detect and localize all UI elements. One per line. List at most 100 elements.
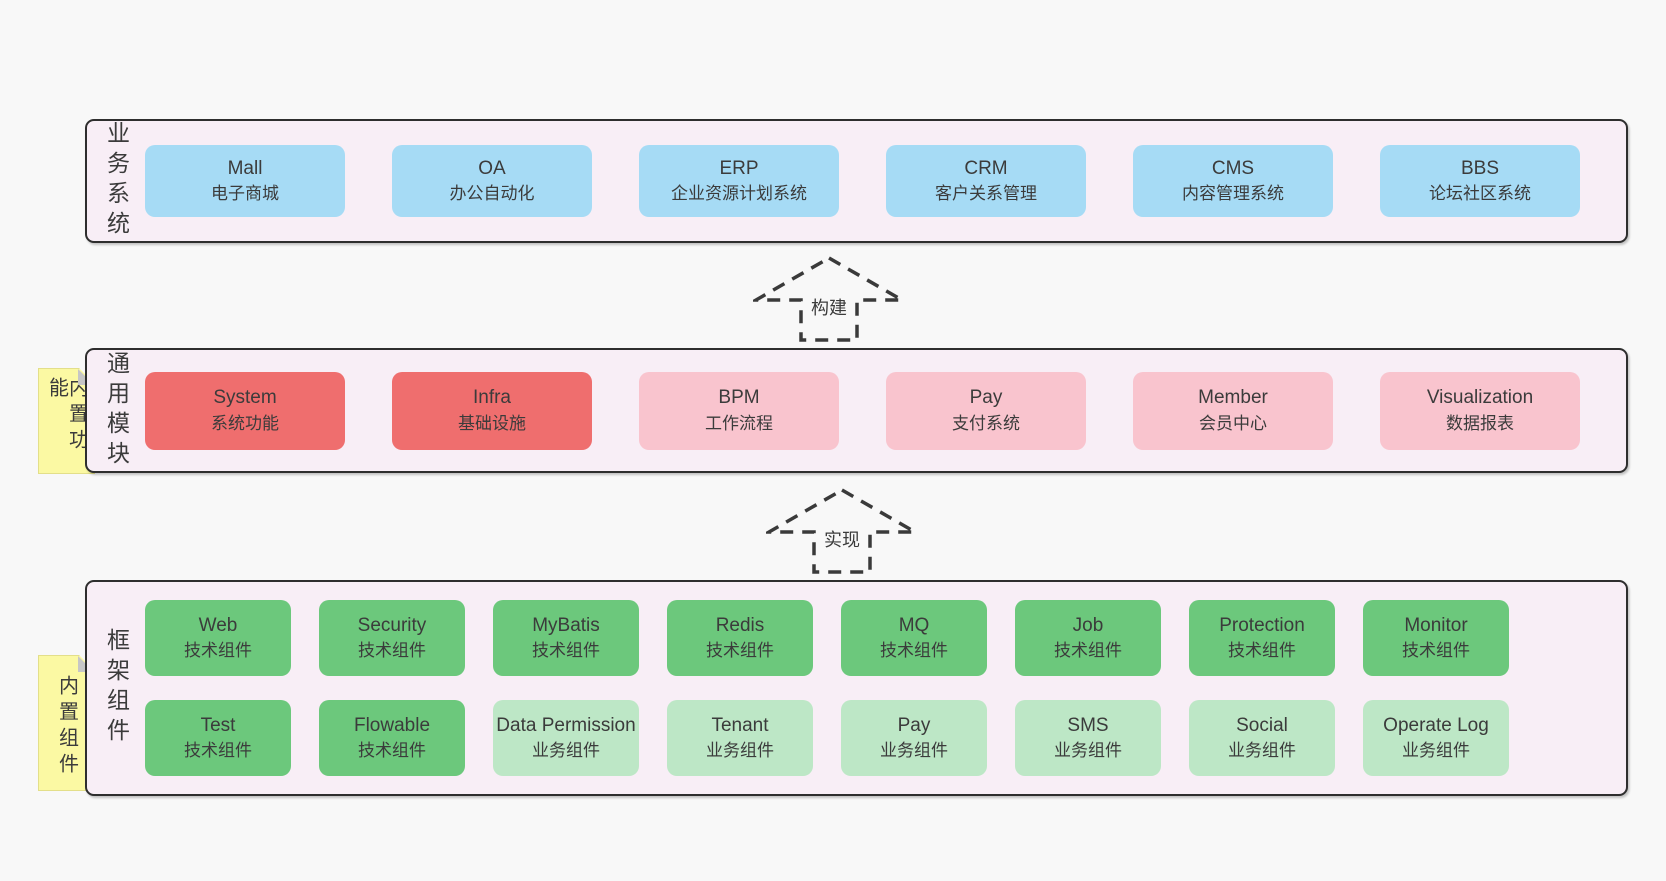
box-oa: OA 办公自动化 xyxy=(392,145,592,217)
box-name: Operate Log xyxy=(1383,714,1489,736)
modules-row: System 系统功能 Infra 基础设施 BPM 工作流程 Pay 支付系统… xyxy=(145,371,1590,450)
box-desc: 技术组件 xyxy=(706,641,774,661)
framework-boxes: Web 技术组件 Security 技术组件 MyBatis 技术组件 Redi… xyxy=(145,582,1626,794)
box-desc: 技术组件 xyxy=(1228,641,1296,661)
box-desc: 业务组件 xyxy=(706,741,774,761)
section-business-label: 业务系统 xyxy=(87,121,145,241)
box-desc: 技术组件 xyxy=(358,741,426,761)
box-member: Member 会员中心 xyxy=(1133,371,1333,450)
up-arrow-icon xyxy=(766,487,918,574)
box-name: Data Permission xyxy=(496,714,636,736)
box-name: Visualization xyxy=(1426,387,1534,409)
box-name: BPM xyxy=(718,387,760,409)
box-name: Redis xyxy=(715,614,765,636)
arrow-implement-label: 实现 xyxy=(821,524,863,554)
box-flowable: Flowable 技术组件 xyxy=(319,700,465,776)
box-erp: ERP 企业资源计划系统 xyxy=(639,145,839,217)
box-desc: 客户关系管理 xyxy=(935,184,1037,204)
box-desc: 企业资源计划系统 xyxy=(671,184,807,204)
box-name: Job xyxy=(1072,614,1104,636)
box-mybatis: MyBatis 技术组件 xyxy=(493,600,639,676)
box-bbs: BBS 论坛社区系统 xyxy=(1380,145,1580,217)
box-mq: MQ 技术组件 xyxy=(841,600,987,676)
business-boxes: Mall 电子商城 OA 办公自动化 ERP 企业资源计划系统 CRM 客户关系… xyxy=(145,121,1626,241)
box-name: Pay xyxy=(897,714,931,736)
box-desc: 技术组件 xyxy=(532,641,600,661)
box-desc: 业务组件 xyxy=(1402,741,1470,761)
box-test: Test 技术组件 xyxy=(145,700,291,776)
dashed-up-arrow-implement: 实现 xyxy=(766,486,918,576)
box-operate-log: Operate Log 业务组件 xyxy=(1363,700,1509,776)
section-label-text: 框架组件 xyxy=(103,628,130,748)
section-common-modules: 通用模块 System 系统功能 Infra 基础设施 BPM 工作流程 Pay xyxy=(85,348,1628,473)
box-desc: 工作流程 xyxy=(705,413,773,433)
box-desc: 论坛社区系统 xyxy=(1429,184,1531,204)
section-modules-label: 通用模块 xyxy=(87,350,145,471)
box-desc: 电子商城 xyxy=(211,184,279,204)
box-name: Monitor xyxy=(1404,614,1468,636)
box-crm: CRM 客户关系管理 xyxy=(886,145,1086,217)
box-name: Pay xyxy=(969,387,1003,409)
box-name: Member xyxy=(1198,387,1268,409)
box-desc: 支付系统 xyxy=(952,413,1020,433)
box-system: System 系统功能 xyxy=(145,371,345,450)
box-name: Test xyxy=(200,714,236,736)
section-label-text: 通用模块 xyxy=(103,350,130,471)
box-desc: 业务组件 xyxy=(1054,741,1122,761)
box-desc: 技术组件 xyxy=(880,641,948,661)
box-name: System xyxy=(213,387,277,409)
note-text: 内置功能 xyxy=(45,377,88,455)
box-name: BBS xyxy=(1460,157,1500,179)
box-pay-component: Pay 业务组件 xyxy=(841,700,987,776)
framework-row-1: Web 技术组件 Security 技术组件 MyBatis 技术组件 Redi… xyxy=(145,600,1590,676)
box-data-permission: Data Permission 业务组件 xyxy=(493,700,639,776)
box-desc: 业务组件 xyxy=(880,741,948,761)
up-arrow-icon xyxy=(753,255,905,342)
box-job: Job 技术组件 xyxy=(1015,600,1161,676)
box-desc: 技术组件 xyxy=(184,641,252,661)
framework-row-2: Test 技术组件 Flowable 技术组件 Data Permission … xyxy=(145,700,1590,776)
box-name: Security xyxy=(357,614,427,636)
box-desc: 技术组件 xyxy=(184,741,252,761)
box-desc: 技术组件 xyxy=(1402,641,1470,661)
box-name: MQ xyxy=(898,614,930,636)
box-name: CRM xyxy=(964,157,1008,179)
box-bpm: BPM 工作流程 xyxy=(639,371,839,450)
box-name: Web xyxy=(198,614,238,636)
section-framework-components: 框架组件 Web 技术组件 Security 技术组件 MyBatis 技术组件… xyxy=(85,580,1628,796)
box-name: Tenant xyxy=(711,714,769,736)
box-protection: Protection 技术组件 xyxy=(1189,600,1335,676)
box-mall: Mall 电子商城 xyxy=(145,145,345,217)
box-desc: 会员中心 xyxy=(1199,413,1267,433)
box-name: MyBatis xyxy=(532,614,600,636)
arrow-build-label: 构建 xyxy=(808,292,850,322)
box-desc: 内容管理系统 xyxy=(1182,184,1284,204)
box-social: Social 业务组件 xyxy=(1189,700,1335,776)
section-label-text: 业务系统 xyxy=(103,121,130,241)
box-infra: Infra 基础设施 xyxy=(392,371,592,450)
box-name: CMS xyxy=(1211,157,1255,179)
box-desc: 业务组件 xyxy=(1228,741,1296,761)
note-text: 内置组件 xyxy=(55,675,78,779)
box-security: Security 技术组件 xyxy=(319,600,465,676)
box-desc: 数据报表 xyxy=(1446,413,1514,433)
box-desc: 技术组件 xyxy=(358,641,426,661)
box-desc: 技术组件 xyxy=(1054,641,1122,661)
box-redis: Redis 技术组件 xyxy=(667,600,813,676)
box-web: Web 技术组件 xyxy=(145,600,291,676)
box-pay-system: Pay 支付系统 xyxy=(886,371,1086,450)
dashed-up-arrow-build: 构建 xyxy=(753,254,905,344)
box-monitor: Monitor 技术组件 xyxy=(1363,600,1509,676)
box-name: Mall xyxy=(227,157,263,179)
box-desc: 办公自动化 xyxy=(449,184,535,204)
box-name: Protection xyxy=(1219,614,1305,636)
box-name: OA xyxy=(478,157,506,179)
box-sms: SMS 业务组件 xyxy=(1015,700,1161,776)
business-row: Mall 电子商城 OA 办公自动化 ERP 企业资源计划系统 CRM 客户关系… xyxy=(145,145,1590,217)
box-name: Infra xyxy=(472,387,512,409)
box-name: Social xyxy=(1236,714,1288,736)
box-name: ERP xyxy=(719,157,759,179)
box-name: SMS xyxy=(1067,714,1109,736)
modules-boxes: System 系统功能 Infra 基础设施 BPM 工作流程 Pay 支付系统… xyxy=(145,350,1626,471)
